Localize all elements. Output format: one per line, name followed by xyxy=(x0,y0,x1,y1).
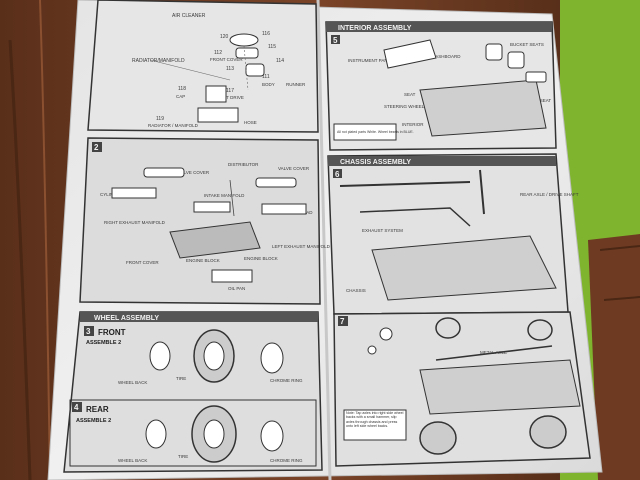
label-body: BODY xyxy=(262,82,275,87)
label-instrument-panel: INSTRUMENT PANEL xyxy=(348,58,394,63)
label-111: 111 xyxy=(262,74,270,80)
label-chassis: CHASSIS xyxy=(346,288,366,293)
label-114: 114 xyxy=(276,58,284,64)
panel-1-air-cleaner: AIR CLEANER 120 116 115 114 112 FRONT CO… xyxy=(87,0,319,133)
label-right-exhaust: RIGHT EXHAUST MANIFOLD xyxy=(104,220,166,225)
label-118: 118 xyxy=(178,86,186,92)
label-valve-cover-left: VALVE COVER xyxy=(178,170,210,175)
interior-note: All not plated parts White. Wheel bezels… xyxy=(337,130,414,134)
label-hose: HOSE xyxy=(244,120,257,125)
label-axle: REAR AXLE / DRIVE SHAFT xyxy=(520,192,579,197)
label-interior: INTERIOR xyxy=(402,122,424,127)
panel-4-number: 4 xyxy=(74,403,79,412)
label-115: 115 xyxy=(268,44,276,50)
label-120: 120 xyxy=(220,34,229,40)
panel-2-number: 2 xyxy=(94,143,99,152)
panel-5-interior: INTERIOR ASSEMBLY 5 INSTRUMENT PANEL DAS… xyxy=(325,21,557,151)
label-engine-block-left: ENGINE BLOCK xyxy=(186,258,220,263)
wood-table-right xyxy=(588,234,640,480)
label-distributor: DISTRIBUTOR xyxy=(228,162,259,167)
front-label-wheel-back: WHEEL BACK xyxy=(118,380,147,385)
label-front-cover-2: FRONT COVER xyxy=(126,260,159,265)
wheel-title: WHEEL ASSEMBLY xyxy=(94,315,159,322)
front-title: FRONT xyxy=(98,328,126,337)
panel-7-final: 7 METAL AXLE Note: Tap axles into right … xyxy=(333,311,591,467)
label-steering-wheel: STEERING WHEEL xyxy=(384,104,425,109)
panel-5-number: 5 xyxy=(333,36,338,45)
rear-title: REAR xyxy=(86,405,109,414)
front-label-tire: TIRE xyxy=(176,376,186,381)
label-oil-pan: OIL PAN xyxy=(228,286,245,291)
panel-2-engine: 2 VALVE COVER DISTRIBUTOR VALVE COVER IN… xyxy=(79,137,331,305)
panel-wheel-assembly: WHEEL ASSEMBLY 3 FRONT ASSEMBLE 2 WHEEL … xyxy=(63,311,323,473)
chassis-title: CHASSIS ASSEMBLY xyxy=(340,159,411,166)
front-sub: ASSEMBLE 2 xyxy=(86,340,121,346)
label-belt-drive: BELT DRIVE xyxy=(218,95,244,100)
rear-label-wheel-back: WHEEL BACK xyxy=(118,458,147,463)
panel-7-number: 7 xyxy=(340,317,345,326)
final-note: Note: Tap axles into right side wheel ba… xyxy=(346,411,404,429)
panel-6-number: 6 xyxy=(335,170,340,179)
label-dashboard: DASHBOARD xyxy=(432,54,461,59)
label-seat: SEAT xyxy=(404,92,416,97)
label-air-cleaner: AIR CLEANER xyxy=(172,13,206,19)
label-left-exhaust: LEFT EXHAUST MANIFOLD xyxy=(272,244,331,249)
rear-label-chrome-ring: CHROME RING xyxy=(270,458,303,463)
rear-label-tire: TIRE xyxy=(178,454,188,459)
label-valve-cover-right: VALVE COVER xyxy=(278,166,310,171)
label-radiator: RADIATOR/MANIFOLD xyxy=(132,58,185,64)
front-label-chrome-ring: CHROME RING xyxy=(270,378,303,383)
panel-3-number: 3 xyxy=(86,327,91,336)
label-cap: CAP xyxy=(176,94,185,99)
interior-title: INTERIOR ASSEMBLY xyxy=(338,25,412,32)
label-119: 119 xyxy=(156,116,164,122)
label-113: 113 xyxy=(226,66,234,72)
label-116: 116 xyxy=(262,31,270,37)
label-112: 112 xyxy=(214,50,222,56)
label-runner: RUNNER xyxy=(286,82,306,87)
label-front-cover-1: FRONT COVER xyxy=(210,57,243,62)
label-exhaust: EXHAUST SYSTEM xyxy=(362,228,403,233)
rear-sub: ASSEMBLE 2 xyxy=(76,418,111,424)
label-radiator-manifold: RADIATOR / MANIFOLD xyxy=(148,123,199,128)
label-engine-block-right: ENGINE BLOCK xyxy=(244,256,278,261)
label-117: 117 xyxy=(226,88,234,94)
panel-6-chassis: CHASSIS ASSEMBLY 6 REAR AXLE / DRIVE SHA… xyxy=(327,153,579,315)
label-intake-manifold: INTAKE MANIFOLD xyxy=(204,193,245,198)
label-bucket-seats: BUCKET SEATS xyxy=(510,42,544,47)
